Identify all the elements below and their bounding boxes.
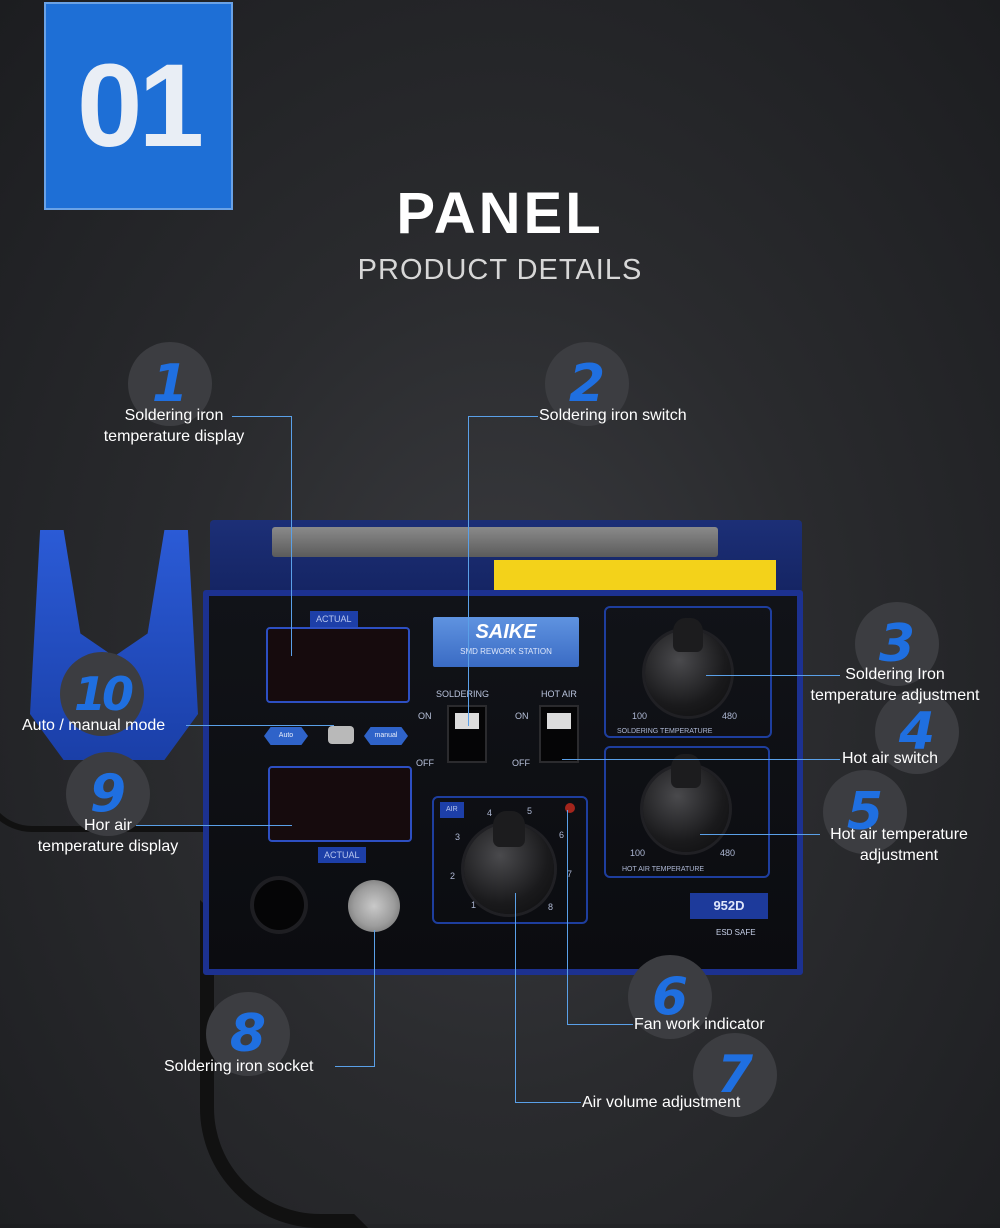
on-label-left: ON: [418, 711, 432, 721]
hot-air-temperature-panel: [604, 746, 770, 878]
auto-mode-tag: Auto: [264, 727, 308, 745]
air-scale-6: 6: [559, 830, 565, 840]
soldering-rocker-switch[interactable]: [447, 705, 487, 763]
leader-6a: [567, 810, 568, 1025]
leader-1a: [232, 416, 292, 417]
callout-1-label: Soldering iron temperature display: [103, 407, 245, 445]
leader-1b: [291, 416, 292, 656]
actual-tag-top: ACTUAL: [310, 611, 358, 627]
callout-6-number: 6: [628, 955, 712, 1039]
callout-6-label: Fan work indicator: [634, 1016, 765, 1033]
leader-8b: [335, 1066, 375, 1067]
air-scale-7: 7: [567, 869, 573, 879]
warning-sticker: [494, 560, 776, 590]
soldering-switch-tag: SOLDERING: [436, 689, 490, 699]
leader-7a: [515, 893, 516, 1103]
callout-9-label: Hor air temperature display: [37, 817, 179, 855]
callout-4-label: Hot air switch: [842, 750, 939, 767]
off-label-left: OFF: [416, 758, 434, 768]
air-volume-knob[interactable]: [464, 811, 554, 914]
air-scale-8: 8: [548, 902, 554, 912]
leader-4: [562, 759, 840, 760]
rocker-cap: [547, 713, 571, 729]
air-temp-scale-max: 480: [720, 848, 736, 858]
page-title: PANEL: [396, 181, 604, 246]
hot-air-switch-tag: HOT AIR: [541, 689, 577, 699]
air-scale-1: 1: [471, 900, 477, 910]
callout-2-number: 2: [545, 342, 629, 426]
callout-7-label: Air volume adjustment: [582, 1094, 741, 1111]
leader-8a: [374, 930, 375, 1066]
air-scale-2: 2: [450, 871, 456, 881]
handpiece-cable-socket: [254, 880, 304, 930]
air-temp-scale-min: 100: [630, 848, 646, 858]
callout-3-label: Soldering Iron temperature adjustment: [810, 666, 980, 704]
soldering-temperature-panel: [604, 606, 772, 738]
leader-2a: [468, 416, 538, 417]
hot-air-temperature-knob[interactable]: [643, 753, 729, 852]
manual-mode-tag: manual: [364, 727, 408, 745]
callout-8-number: 8: [206, 992, 290, 1076]
auto-manual-toggle[interactable]: [328, 726, 354, 744]
callout-7-number: 7: [693, 1033, 777, 1117]
air-volume-panel: [432, 796, 588, 924]
knob-grip: [672, 617, 704, 653]
page-subtitle: PRODUCT DETAILS: [357, 254, 643, 286]
solder-scale-min: 100: [632, 711, 648, 721]
actual-tag-bottom: ACTUAL: [318, 847, 366, 863]
air-scale-3: 3: [455, 832, 461, 842]
callout-3-number: 3: [855, 602, 939, 686]
knob-grip: [492, 811, 526, 848]
esd-safe-mark: ESD SAFE: [716, 928, 756, 937]
callout-10-number: 10: [60, 652, 144, 736]
model-tag: 952D: [690, 893, 768, 919]
section-number-badge: 01: [44, 2, 233, 210]
air-tag: AIR: [440, 802, 464, 818]
soldering-temperature-tag: SOLDERING TEMPERATURE: [617, 728, 713, 735]
leader-10: [186, 725, 334, 726]
leader-7b: [515, 1102, 581, 1103]
callout-8-label: Soldering iron socket: [164, 1058, 314, 1075]
solder-scale-max: 480: [722, 711, 738, 721]
carry-handle: [272, 527, 718, 557]
off-label-right: OFF: [512, 758, 530, 768]
leader-3: [706, 675, 840, 676]
hot-air-temperature-tag: HOT AIR TEMPERATURE: [622, 866, 705, 873]
leader-5: [700, 834, 820, 835]
soldering-iron-socket[interactable]: [348, 880, 400, 932]
soldering-temperature-display: [266, 627, 410, 703]
brand-subtitle: SMD REWORK STATION: [460, 647, 552, 656]
callout-5-label: Hot air temperature adjustment: [830, 826, 968, 864]
brand-name: SAIKE: [475, 621, 537, 643]
air-scale-5: 5: [527, 806, 533, 816]
fan-work-indicator-led: [565, 803, 575, 813]
callout-4-number: 4: [875, 690, 959, 774]
hot-air-rocker-switch[interactable]: [539, 705, 579, 763]
brand-logo: SAIKE SMD REWORK STATION: [433, 617, 579, 667]
rocker-cap: [455, 713, 479, 729]
callout-9-number: 9: [66, 752, 150, 836]
leader-2b: [468, 416, 469, 726]
callout-1-number: 1: [128, 342, 212, 426]
soldering-temperature-knob[interactable]: [645, 617, 731, 716]
callout-10-label: Auto / manual mode: [22, 717, 166, 734]
callout-2-label: Soldering iron switch: [539, 407, 687, 424]
callout-5-number: 5: [823, 770, 907, 854]
hot-air-temperature-display: [268, 766, 412, 842]
leader-6b: [567, 1024, 633, 1025]
leader-9: [136, 825, 292, 826]
air-scale-4: 4: [487, 808, 493, 818]
section-number: 01: [76, 40, 204, 172]
on-label-right: ON: [515, 711, 529, 721]
